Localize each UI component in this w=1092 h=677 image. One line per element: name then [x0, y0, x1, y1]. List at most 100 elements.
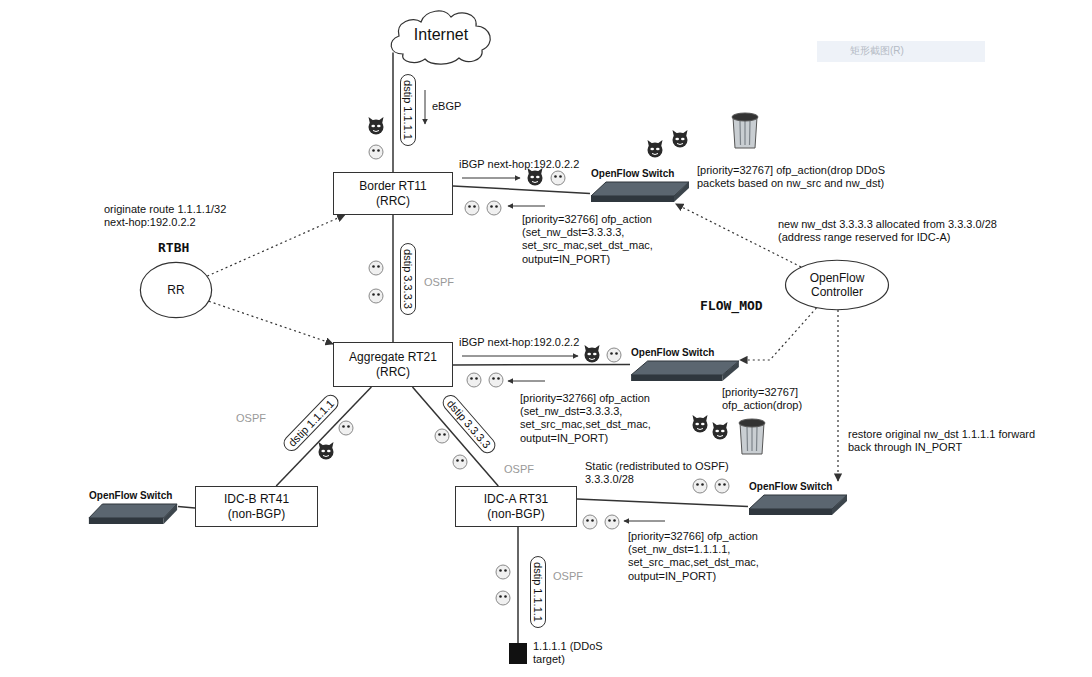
normal-packet — [551, 171, 565, 185]
router-box: IDC-B RT41 (non-BGP) — [195, 486, 318, 527]
normal-packet — [369, 145, 383, 159]
attack-packet — [585, 345, 600, 363]
normal-packet — [496, 591, 510, 605]
cloud-shape: Internet — [383, 4, 499, 66]
flow-rule: [priority=32766] ofp_action (set_nw_dst=… — [628, 530, 764, 583]
ddos-target: 1.1.1.1 (DDoS target) — [509, 643, 527, 664]
flow-rule: [priority=32766] ofp_action (set_nw_dst=… — [520, 392, 656, 445]
controller-ellipse: OpenFlow Controller — [785, 260, 889, 310]
drop-bin — [732, 113, 758, 148]
route-note: originate route 1.1.1.1/32 next-hop:192.… — [104, 203, 244, 229]
node-text: RR — [167, 283, 184, 297]
router-box: Border RT11 (RRC) — [333, 172, 453, 215]
attack-packet — [319, 442, 334, 460]
node-text: Aggregate RT21 (RRC) — [346, 350, 440, 379]
switch-icon — [630, 359, 740, 383]
flow-rule: [priority=32767] ofp_action(drop DDoS pa… — [697, 164, 907, 190]
cloud-shape — [391, 11, 490, 64]
switch-top — [749, 495, 847, 509]
dstip-tag: dstip 1.1.1.1 — [400, 74, 416, 146]
bgp-note: iBGP next-hop:192.0.2.2 — [459, 158, 579, 171]
normal-packet — [605, 515, 619, 529]
switch-icon — [590, 180, 690, 204]
attack-packet — [713, 422, 728, 440]
control-connector — [207, 215, 344, 276]
node-text: OpenFlow Switch — [88, 490, 173, 502]
normal-packet — [583, 515, 597, 529]
protocol-label: OSPF — [236, 412, 266, 425]
switch-side — [164, 504, 178, 524]
normal-packet — [487, 201, 501, 215]
normal-packet — [465, 201, 479, 215]
node-text: Border RT11 (RRC) — [352, 179, 434, 208]
protocol-label: OSPF — [424, 276, 454, 289]
normal-packet — [339, 421, 353, 435]
network-link — [412, 387, 498, 486]
network-link — [577, 499, 748, 507]
normal-packet — [435, 429, 449, 443]
control-connector — [209, 301, 333, 344]
dstip-tag: dstip 1.1.1.1 — [280, 392, 341, 455]
protocol-label: OSPF — [504, 463, 534, 476]
switch-icon — [88, 502, 178, 526]
flow-arrow — [508, 381, 545, 382]
dstip-tag: dstip 1.1.1.1 — [530, 556, 546, 628]
switch-icon — [748, 493, 848, 517]
attack-packet — [528, 168, 543, 186]
attack-packet — [673, 130, 688, 148]
normal-packet — [496, 565, 510, 579]
switch-top — [89, 504, 177, 518]
controller-note: restore original nw_dst 1.1.1.1 forward … — [848, 428, 1038, 454]
normal-packet — [369, 289, 383, 303]
bgp-note: iBGP next-hop:192.0.2.2 — [459, 336, 579, 349]
protocol-label: OSPF — [553, 570, 583, 583]
network-link — [517, 527, 519, 643]
switch-front — [89, 518, 164, 524]
normal-packet — [369, 261, 383, 275]
switch-front — [631, 375, 722, 381]
dstip-tag: dstip 3.3.3.3 — [439, 392, 498, 457]
flow-arrow — [462, 356, 578, 357]
normal-packet — [693, 479, 707, 493]
openflow-switch: OpenFlow Switch — [630, 347, 740, 383]
network-link — [392, 215, 394, 342]
node-text: OpenFlow Controller — [797, 271, 877, 300]
node-text: IDC-A RT31 (non-BGP) — [475, 492, 557, 521]
route-note: Static (redistributed to OSPF) 3.3.3.0/2… — [585, 460, 745, 486]
protocol-label: eBGP — [432, 100, 461, 113]
switch-side — [722, 361, 739, 381]
switch-front — [591, 196, 674, 202]
openflow-switch: OpenFlow Switch — [748, 481, 848, 517]
router-box: IDC-A RT31 (non-BGP) — [455, 486, 577, 527]
switch-top — [591, 182, 689, 196]
flow-arrow — [624, 521, 665, 522]
ellipse-shape — [786, 260, 889, 310]
watermark-box — [817, 41, 985, 62]
normal-packet — [715, 479, 729, 493]
control-connector — [740, 308, 816, 360]
node-text: IDC-B RT41 (non-BGP) — [216, 492, 298, 521]
network-link — [453, 186, 590, 194]
network-link — [392, 52, 394, 172]
normal-packet — [453, 455, 467, 469]
flow-arrow — [425, 90, 426, 124]
switch-top — [631, 361, 739, 375]
attack-packet — [693, 415, 708, 433]
control-connector — [837, 310, 838, 481]
node-text: OpenFlow Switch — [630, 347, 715, 359]
flow-arrow — [462, 178, 520, 179]
flow-arrow — [508, 206, 545, 207]
controller-note: new nw_dst 3.3.3.3 allocated from 3.3.3.… — [778, 218, 1023, 244]
normal-packet — [607, 348, 621, 362]
ellipse-shape — [140, 262, 211, 317]
node-text: Internet — [414, 25, 468, 44]
dstip-tag: dstip 3.3.3.3 — [400, 243, 416, 315]
openflow-switch: OpenFlow Switch — [590, 168, 690, 204]
attack-packet — [648, 140, 663, 158]
normal-packet — [467, 373, 481, 387]
watermark: 矩形截图(R) — [850, 45, 904, 57]
flow-mod-label: FLOW_MOD — [700, 298, 763, 314]
network-link — [453, 364, 630, 366]
switch-side — [674, 182, 689, 202]
